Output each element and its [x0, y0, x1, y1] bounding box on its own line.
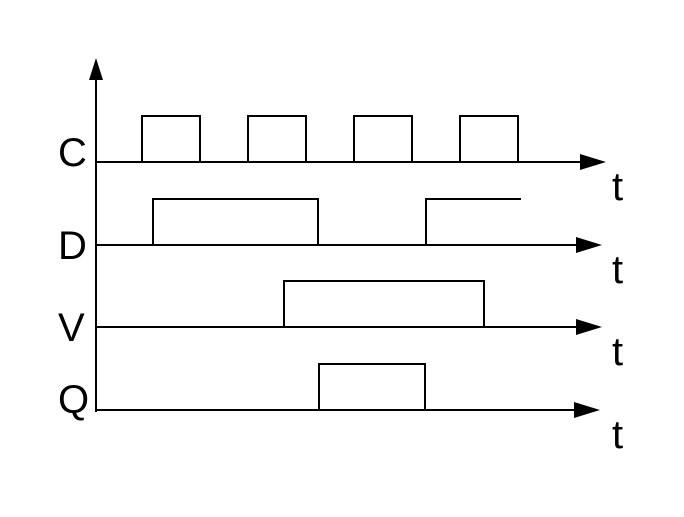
signal-label-v: V	[58, 306, 85, 350]
signal-row-q: Q t	[58, 363, 623, 457]
signal-label-c: C	[58, 131, 87, 175]
signal-row-c: C t	[58, 115, 623, 209]
waveform-q	[318, 363, 426, 410]
vertical-axis-arrow	[89, 58, 103, 80]
time-axis-arrow-c	[580, 154, 606, 170]
time-axis-label-c: t	[612, 165, 623, 209]
vertical-axis	[89, 58, 103, 412]
time-axis-label-d: t	[612, 248, 623, 292]
signal-row-v: V t	[58, 280, 623, 374]
signal-label-q: Q	[58, 378, 89, 422]
signal-row-d: D t	[58, 198, 623, 292]
time-axis-arrow-q	[574, 402, 600, 418]
waveform-c	[141, 115, 519, 162]
waveform-v	[283, 280, 485, 327]
time-axis-label-v: t	[612, 330, 623, 374]
waveform-d	[152, 198, 521, 245]
time-axis-arrow-v	[576, 319, 602, 335]
time-axis-label-q: t	[612, 413, 623, 457]
time-axis-arrow-d	[576, 237, 602, 253]
signal-label-d: D	[58, 224, 87, 268]
